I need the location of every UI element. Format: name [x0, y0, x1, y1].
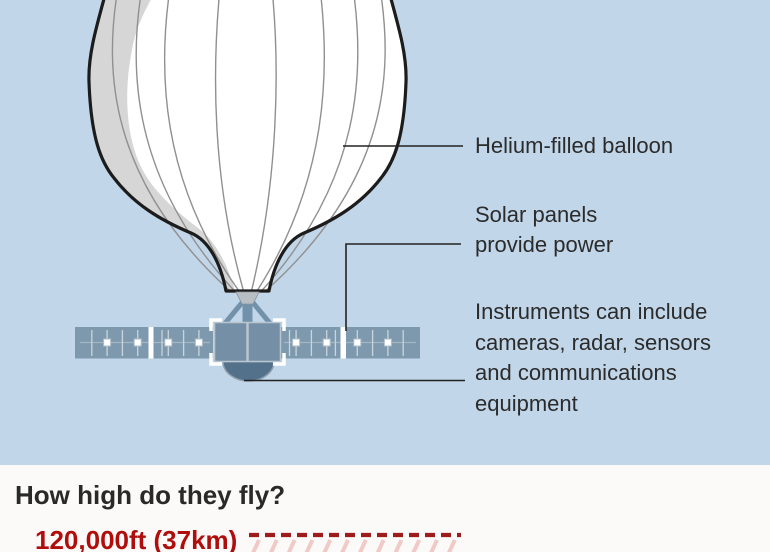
label-helium-balloon: Helium-filled balloon	[475, 131, 673, 160]
section-heading: How high do they fly?	[15, 480, 286, 510]
payload-icon	[75, 318, 420, 382]
balloon-shading	[88, 0, 235, 291]
bottom-band	[0, 465, 770, 552]
label-line: cameras, radar, sensors	[475, 329, 711, 355]
label-solar-panels: Solar panels provide power	[475, 200, 613, 260]
label-line: equipment	[475, 390, 578, 416]
label-line: Instruments can include	[475, 299, 708, 324]
label-instruments: Instruments can include cameras, radar, …	[475, 297, 711, 419]
panel-divider-bar-right	[340, 327, 346, 359]
altitude-hatch-band	[251, 539, 457, 552]
panel-divider-bar-left	[148, 327, 154, 359]
label-line: provide power	[475, 232, 614, 257]
body-corner-brackets	[209, 318, 286, 366]
balloon-attachment-cone	[235, 291, 260, 305]
label-line: Solar panels	[475, 202, 598, 227]
helium-balloon-icon	[87, 0, 408, 305]
balloon-outline	[87, 0, 408, 293]
label-line: Helium-filled balloon	[475, 133, 674, 158]
solar-panel-pattern	[80, 327, 416, 359]
connector-line-solar	[345, 243, 461, 331]
label-line: and communications	[475, 360, 677, 385]
balloon-gore-lines	[111, 0, 386, 292]
altitude-value-label: 120,000ft (37km)	[35, 525, 238, 552]
